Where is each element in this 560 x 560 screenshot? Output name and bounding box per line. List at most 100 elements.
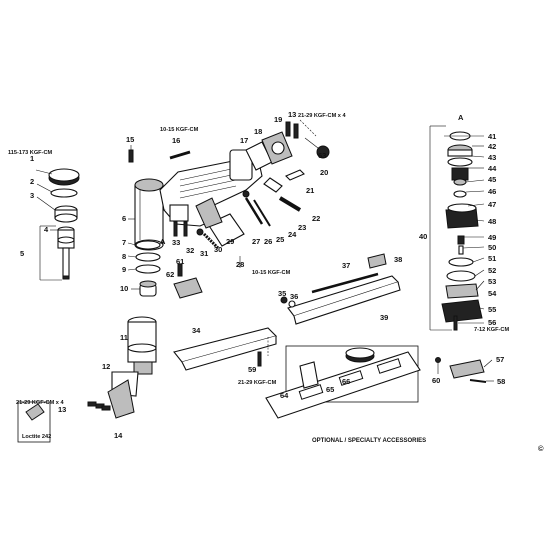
part-34-magazine [173,327,278,371]
label-25: 25 [276,235,284,244]
torque-note-screw13-top: 21-29 KGF-CM x 4 [298,113,346,119]
label-20: 20 [320,168,328,177]
label-18: 18 [254,127,262,136]
label-a-right: A [458,113,464,122]
part-15-pin [128,149,134,163]
loctite-bottle-icon [25,403,45,421]
part-13-bottom-screws [87,401,111,411]
label-22: 22 [312,214,320,223]
part-64-bracket [299,361,319,389]
part-30-31-spring [196,228,220,250]
trigger-parts-23-27 [242,190,271,227]
label-5: 5 [20,249,24,258]
label-57: 57 [496,355,504,364]
label-a-left: A [160,237,166,246]
part-9-oring [135,264,161,274]
part-57-latch [449,359,485,379]
label-19: 19 [274,115,282,124]
part-58-pin [469,379,487,383]
label-11: 11 [120,333,128,342]
label-13-top: 13 [288,110,296,119]
label-35: 35 [278,289,286,298]
label-27: 27 [252,237,260,246]
label-60: 60 [432,376,440,385]
loctite-box [17,401,51,443]
detail-a-parts [441,131,483,331]
label-23: 23 [298,223,306,232]
part-19-exhaust [261,131,293,165]
label-16: 16 [172,136,180,145]
label-4: 4 [44,225,49,234]
label-55: 55 [488,305,496,314]
part-13-screws [285,121,299,139]
label-28: 28 [236,260,244,269]
label-47: 47 [488,200,496,209]
label-50: 50 [488,243,496,252]
label-62: 62 [166,270,174,279]
label-59: 59 [248,365,256,374]
label-6: 6 [122,214,126,223]
torque-note-screw13-bottom: 21-29 KGF-CM x 4 [16,400,64,406]
part-22-bolt [278,196,302,212]
part-11-driver-guide [127,316,157,375]
part-65-plate [265,351,421,419]
label-43: 43 [488,153,496,162]
part-21-pin [263,177,283,193]
label-33: 33 [172,238,180,247]
label-54: 54 [488,289,497,298]
label-14: 14 [114,431,123,440]
label-12: 12 [102,362,110,371]
part-32-33-pins [173,221,188,237]
copyright-mark: © [538,444,544,453]
part-2-oring [50,188,78,198]
label-64: 64 [280,391,289,400]
label-8: 8 [122,252,126,261]
label-65: 65 [326,385,334,394]
part-37-rod [311,272,379,294]
label-40: 40 [419,232,427,241]
label-13-bottom: 13 [58,405,66,414]
label-36: 36 [290,292,298,301]
label-26: 26 [264,237,272,246]
torque-note-screw59: 21-29 KGF-CM [238,380,277,386]
label-38: 38 [394,255,402,264]
part-63-valve [304,137,330,159]
label-37: 37 [342,261,350,270]
label-15: 15 [126,135,134,144]
label-39: 39 [380,313,388,322]
label-46: 46 [488,187,496,196]
label-58: 58 [497,377,505,386]
part-66-cap [345,347,375,363]
label-45: 45 [488,175,496,184]
part-35-36-screws [280,296,296,308]
torque-note-pin16: 10-15 KGF-CM [160,127,199,133]
label-49: 49 [488,233,496,242]
part-4-piston [57,226,75,280]
part-38-block [367,253,387,269]
label-3: 3 [30,191,34,200]
label-34: 34 [192,326,201,335]
label-41: 41 [488,132,496,141]
label-29: 29 [226,237,234,246]
torque-note-cap: 115-173 KGF-CM [8,150,52,156]
torque-note-screw28: 10-15 KGF-CM [252,270,291,276]
label-56: 56 [488,318,496,327]
part-7-oring [135,240,161,250]
label-17: 17 [240,136,248,145]
part-17-cover [229,149,253,181]
label-44: 44 [488,164,497,173]
label-31: 31 [200,249,208,258]
label-32: 32 [186,246,194,255]
label-7: 7 [122,238,126,247]
part-59-screw [257,351,262,367]
part-28-29-latch [195,197,245,247]
label-53: 53 [488,277,496,286]
part-6-cylinder [134,178,164,251]
accessories-frame [285,345,419,403]
loctite-label: Loctite 242 [22,434,51,440]
label-61: 61 [176,257,184,266]
part-10-bumper [139,280,157,297]
label-48: 48 [488,217,496,226]
label-1: 1 [30,154,34,163]
